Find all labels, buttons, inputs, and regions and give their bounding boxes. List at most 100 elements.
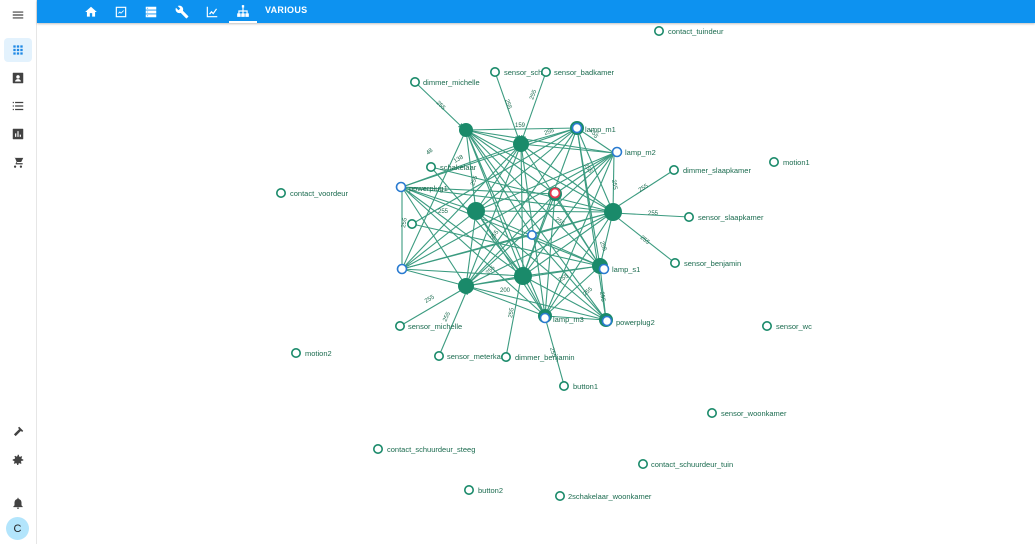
node-sensor_slaapkamer[interactable]: sensor_slaapkamer [683,212,764,223]
node-label: sensor_slaapkamer [698,213,764,222]
edge-label: 255 [598,241,607,253]
devices-icon[interactable] [139,0,163,23]
node-contact_voordeur[interactable]: contact_voordeur [275,188,349,199]
list-icon[interactable] [4,94,32,118]
node-label: contact_schuurdeur_tuin [651,460,733,469]
node-highlighted[interactable] [549,187,561,199]
node-schakelaar[interactable]: schakelaar [425,162,477,173]
node-label: contact_tuindeur [668,27,724,36]
chart-icon[interactable] [200,0,224,23]
node-lamp_s1[interactable]: lamp_s1 [598,263,641,275]
bar-chart-icon[interactable] [4,122,32,146]
node-label: sensor_wc [776,322,812,331]
node-lamp_m1[interactable]: lamp_m1 [571,122,616,135]
edge-label: 48 [425,147,434,156]
node-label: dimmer_michelle [423,78,480,87]
node-dimmer_slaapkamer[interactable]: dimmer_slaapkamer [668,165,752,176]
network-icon[interactable] [229,0,257,23]
edge-label: 255 [558,273,570,284]
node-label: button1 [573,382,598,391]
cart-icon[interactable] [4,150,32,174]
edge-label: 255 [508,307,516,319]
edge-label: 159 [515,123,526,129]
edge-label: 255 [554,217,566,228]
node-sensor_benjamin[interactable]: sensor_benjamin [669,257,741,268]
node-lamp_m2[interactable]: lamp_m2 [611,146,656,158]
node-2schakelaar_woonkamer[interactable]: 2schakelaar_woonkamer [554,490,652,501]
edge-label: 200 [500,288,511,294]
avatar[interactable]: C [6,517,29,540]
edge-label: 255 [503,99,512,111]
node-label: motion1 [783,158,810,167]
edge-label: 255 [401,217,409,229]
node-sensor_wc[interactable]: sensor_wc [761,320,812,331]
node-sensor_schub[interactable]: sensor_schub [489,67,551,78]
node-left-lower[interactable] [396,263,408,275]
hammer-icon[interactable] [4,420,32,444]
edge-label: 255 [544,128,556,137]
node-sensor_badkamer[interactable]: sensor_badkamer [540,67,615,78]
menu-icon[interactable] [4,3,32,27]
node-label: lamp_m2 [625,148,656,157]
node-label: motion2 [305,349,332,358]
network-graph[interactable]: 255 255 255 159 255 255 48 138 255 255 2… [37,23,1035,544]
edge-label: 255 [582,286,594,297]
node-label: schakelaar [440,163,477,172]
node-button2[interactable]: button2 [463,484,503,495]
node-sensor_michelle[interactable]: sensor_michelle [394,320,462,331]
edge-label: 255 [588,128,599,140]
edge-label: 255 [435,100,447,112]
node-lamp_m3[interactable]: lamp_m3 [539,312,584,325]
page-title: VARIOUS [265,5,308,15]
node-button1[interactable]: button1 [558,380,598,391]
node-motion2[interactable]: motion2 [290,347,332,358]
node-inner-left[interactable] [406,219,417,230]
gear-icon[interactable] [4,448,32,472]
node-motion1[interactable]: motion1 [768,157,810,168]
node-powerplug2[interactable]: powerplug2 [601,315,655,328]
dashboard-icon[interactable] [109,0,133,23]
node-label: sensor_schub [504,68,551,77]
edge-label-layer: 255 255 255 159 255 255 48 138 255 255 2… [401,89,659,359]
edge-layer [399,71,690,386]
edge-label: 255 [638,183,650,194]
edge-label: 255 [648,211,659,217]
sidebar: C [0,0,37,544]
edge-label: 255 [485,265,497,277]
node-sensor_meterkast[interactable]: sensor_meterkast [433,350,508,361]
node-label: lamp_m3 [553,315,584,324]
edge-label: 255 [442,311,452,323]
edge-label: 255 [424,294,436,305]
node-label: sensor_michelle [408,322,462,331]
node-contact_schuurdeur_steeg[interactable]: contact_schuurdeur_steeg [372,443,476,454]
node-label: contact_voordeur [290,189,348,198]
node-powerplug1[interactable]: powerplug1 [395,181,448,194]
edge-label: 255 [529,89,538,101]
node-label: lamp_m1 [585,125,616,134]
node-label: powerplug1 [409,184,448,193]
node-center[interactable] [526,230,537,241]
node-label: dimmer_slaapkamer [683,166,751,175]
node-label: sensor_badkamer [554,68,615,77]
edge-label: 255 [470,175,479,187]
node-contact_tuindeur[interactable]: contact_tuindeur [653,25,724,36]
node-contact_schuurdeur_tuin[interactable]: contact_schuurdeur_tuin [637,458,733,469]
edge-label: 138 [453,154,465,165]
node-label: contact_schuurdeur_steeg [387,445,475,454]
grid-icon[interactable] [4,38,32,62]
node-label: sensor_benjamin [684,259,741,268]
contacts-icon[interactable] [4,66,32,90]
home-icon[interactable] [79,0,103,23]
node-label: powerplug2 [616,318,655,327]
tools-icon[interactable] [170,0,194,23]
edge-label: 255 [598,291,606,303]
bell-icon[interactable] [4,491,32,515]
edge-label: 255 [548,347,557,359]
node-label: sensor_meterkast [447,352,508,361]
edge-label: 255 [610,179,618,191]
node-dimmer_michelle[interactable]: dimmer_michelle [409,77,480,88]
top-navigation-bar: VARIOUS [37,0,1035,23]
node-dimmer_benjamin[interactable]: dimmer_benjamin [500,351,575,362]
node-sensor_woonkamer[interactable]: sensor_woonkamer [706,407,787,418]
node-label: dimmer_benjamin [515,353,575,362]
